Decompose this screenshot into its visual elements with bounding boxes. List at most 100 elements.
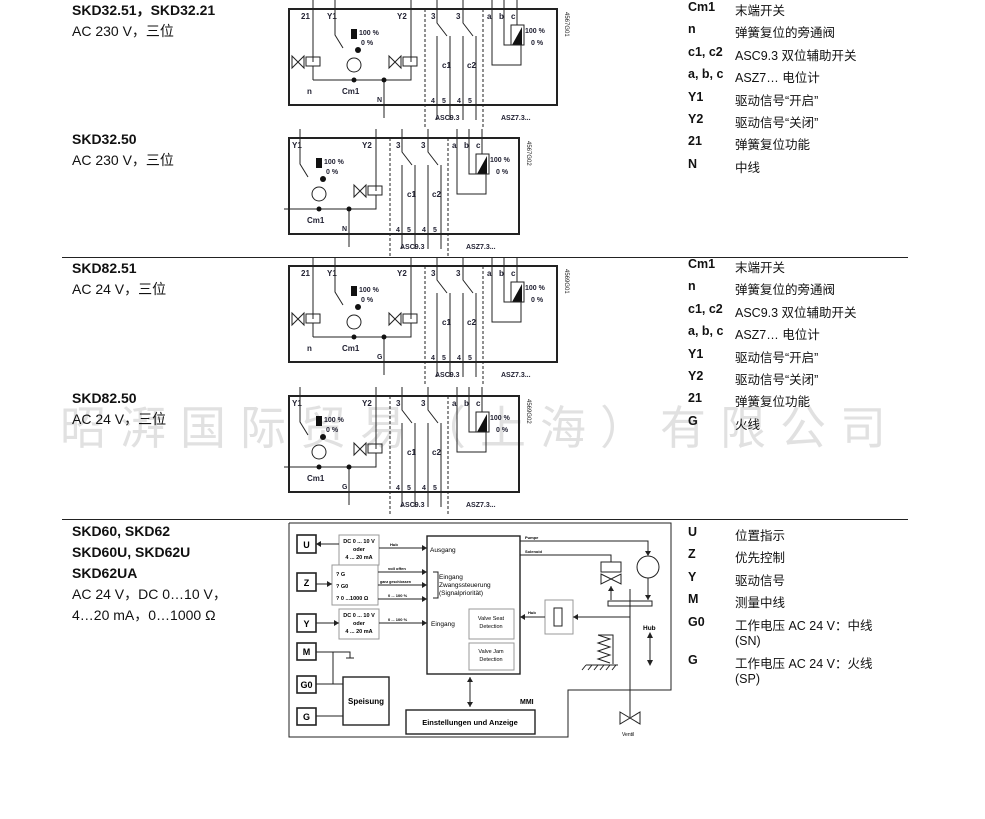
valve-n-icon xyxy=(305,313,321,324)
label-c1: c1 xyxy=(442,318,451,327)
terminal-a: a xyxy=(487,269,492,278)
model-subtitle: 4…20 mA，0…1000 Ω xyxy=(72,607,216,623)
legend-key: Y xyxy=(688,569,697,584)
legend-value: ASC9.3 双位辅助开关 xyxy=(735,305,857,320)
legend-value: 工作电压 AC 24 V：中线(SN) xyxy=(735,618,873,648)
label-c1: c1 xyxy=(407,190,416,199)
valve-y2-icon xyxy=(402,313,418,324)
valve-jam-label: Valve Jam xyxy=(478,649,504,655)
terminal-a: a xyxy=(452,399,457,408)
diagram-line xyxy=(284,129,377,247)
diagram-line xyxy=(456,129,487,195)
diagram-line xyxy=(491,257,522,323)
label-100-percent: 100 % xyxy=(525,28,546,35)
label-cm1: Cm1 xyxy=(307,216,325,225)
terminal-number: 4 xyxy=(431,355,435,362)
model-subtitle: AC 230 V，三位 xyxy=(72,23,174,39)
switch-contact xyxy=(320,176,326,182)
legend-key: N xyxy=(688,156,698,171)
potentiometer-icon xyxy=(477,156,487,174)
legend-value: 驱动信号 xyxy=(735,573,786,588)
label-100-percent: 100 % xyxy=(525,285,546,292)
junction xyxy=(316,206,322,212)
potentiometer-icon xyxy=(512,284,522,302)
legend-value: 驱动信号“关闭” xyxy=(735,115,819,130)
terminal-y2: Y2 xyxy=(362,141,372,150)
diagram-code: 4569G01 xyxy=(563,269,569,294)
valve-y2-icon xyxy=(353,441,367,457)
terminal-3: 3 xyxy=(456,269,461,278)
diagram-line xyxy=(436,0,477,120)
label-asc9-3: ASC9.3 xyxy=(435,115,460,122)
label-cm1: Cm1 xyxy=(342,344,360,353)
legend-key: G0 xyxy=(688,614,705,629)
diagram-frame xyxy=(288,137,520,235)
legend-value: 弹簧复位的旁通阀 xyxy=(735,26,836,41)
label-0-percent: 0 % xyxy=(496,169,509,176)
legend-value: ASZ7… 电位计 xyxy=(735,71,820,86)
label-100-percent: 100 % xyxy=(490,415,511,422)
label-asz7-3: ASZ7.3... xyxy=(466,502,496,509)
legend-key: a, b, c xyxy=(688,67,724,82)
label-cm1: Cm1 xyxy=(307,474,325,483)
label-c2: c2 xyxy=(432,190,441,199)
voll-offen-label: voll offen xyxy=(388,566,406,571)
valve-y2-icon xyxy=(353,183,367,199)
section-title-block-2: SKD32.50 AC 230 V，三位 xyxy=(72,129,174,171)
legend-row: G0 工作电压 AC 24 V：中线(SN) xyxy=(688,615,873,653)
position-indicator-icon xyxy=(316,416,322,426)
section-title-block-4: SKD82.50 AC 24 V，三位 xyxy=(72,388,166,430)
label-c1: c1 xyxy=(407,448,416,457)
junction xyxy=(316,464,322,470)
junction xyxy=(346,464,352,470)
model-title: SKD60, SKD62 xyxy=(72,523,171,539)
legend-value: 末端开关 xyxy=(735,261,786,275)
diagram-frame xyxy=(288,8,558,106)
model-title: SKD32.50 xyxy=(72,131,137,147)
label-0-percent: 0 % xyxy=(326,169,339,176)
terminal-c: c xyxy=(476,141,481,150)
terminal-3: 3 xyxy=(421,141,426,150)
valve-n-icon xyxy=(291,311,305,327)
terminal-number: 4 xyxy=(457,98,461,105)
label-neutral: N xyxy=(377,97,382,104)
legend-value: ASC9.3 双位辅助开关 xyxy=(735,48,857,63)
terminal-c: c xyxy=(511,269,516,278)
label-asc9-3: ASC9.3 xyxy=(400,502,425,509)
dc-oder: oder xyxy=(353,621,366,627)
diagram-line xyxy=(313,0,412,118)
switch-contact xyxy=(355,304,361,310)
label-100-percent: 100 % xyxy=(359,30,380,37)
valve-n-icon xyxy=(305,56,321,67)
diagram-code: 4569G02 xyxy=(525,399,531,424)
block-diagram: U Z Y M G0 G Speisung Einstellungen und … xyxy=(288,522,672,738)
legend-key: M xyxy=(688,592,699,607)
terminal-number: 4 xyxy=(396,485,400,492)
hub-label: Hub xyxy=(390,542,398,547)
section-title-block-1: SKD32.51，SKD32.21 AC 230 V，三位 xyxy=(72,0,215,42)
position-indicator-icon xyxy=(351,29,357,39)
model-title: SKD60U, SKD62U xyxy=(72,544,191,560)
label-cm1: Cm1 xyxy=(342,87,360,96)
label-neutral: G xyxy=(377,354,383,361)
terminal-3: 3 xyxy=(421,399,426,408)
terminal-number: 4 xyxy=(422,227,426,234)
label-0-percent: 0 % xyxy=(326,427,339,434)
terminal-number: 5 xyxy=(468,355,472,362)
potentiometer-icon xyxy=(512,27,522,45)
divider xyxy=(62,519,908,520)
eingang-z-label: (Signalpriorität) xyxy=(439,590,483,597)
legend-value: 弹簧复位功能 xyxy=(735,138,811,153)
junction xyxy=(351,334,357,340)
legend-key: Cm1 xyxy=(688,257,716,271)
einstellungen-label: Einstellungen und Anzeige xyxy=(422,718,518,727)
